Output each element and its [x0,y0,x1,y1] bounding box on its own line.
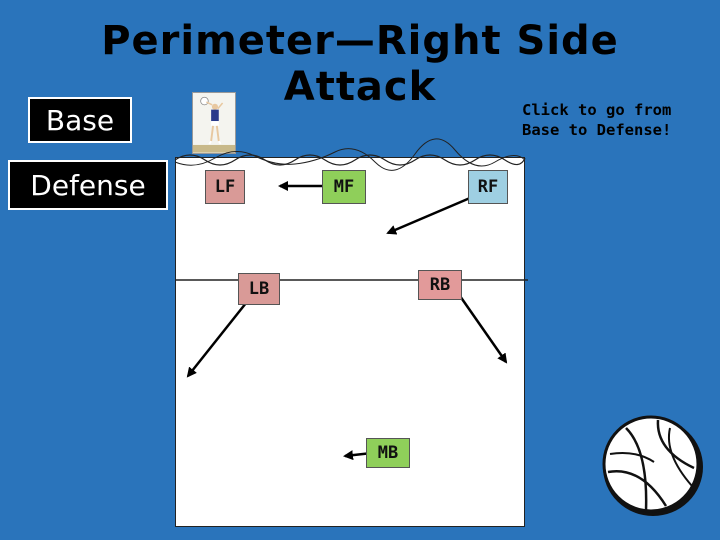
net-line-2 [174,138,526,171]
defense-button[interactable]: Defense [8,160,168,210]
position-rb: RB [418,270,462,300]
volleyball-icon [602,415,703,516]
position-mf: MF [322,170,366,204]
title-line-1: Perimeter—Right Side [101,18,619,64]
arrow-lb-to-corner [186,297,251,378]
position-lf: LF [205,170,245,204]
instruction-line-2: Base to Defense! [522,121,672,139]
net-line [174,154,526,166]
position-rf: RF [468,170,508,204]
position-mb: MB [366,438,410,468]
position-lb: LB [238,273,280,305]
arrow-rf-to-back [386,196,471,235]
base-button[interactable]: Base [28,97,132,143]
court [175,157,525,527]
page-title: Perimeter—Right Side Attack [80,18,640,110]
instruction-line-1: Click to go from [522,101,672,119]
title-line-2: Attack [283,64,437,110]
volleyball-player-image [192,92,236,154]
instruction-text: Click to go from Base to Defense! [522,100,712,140]
